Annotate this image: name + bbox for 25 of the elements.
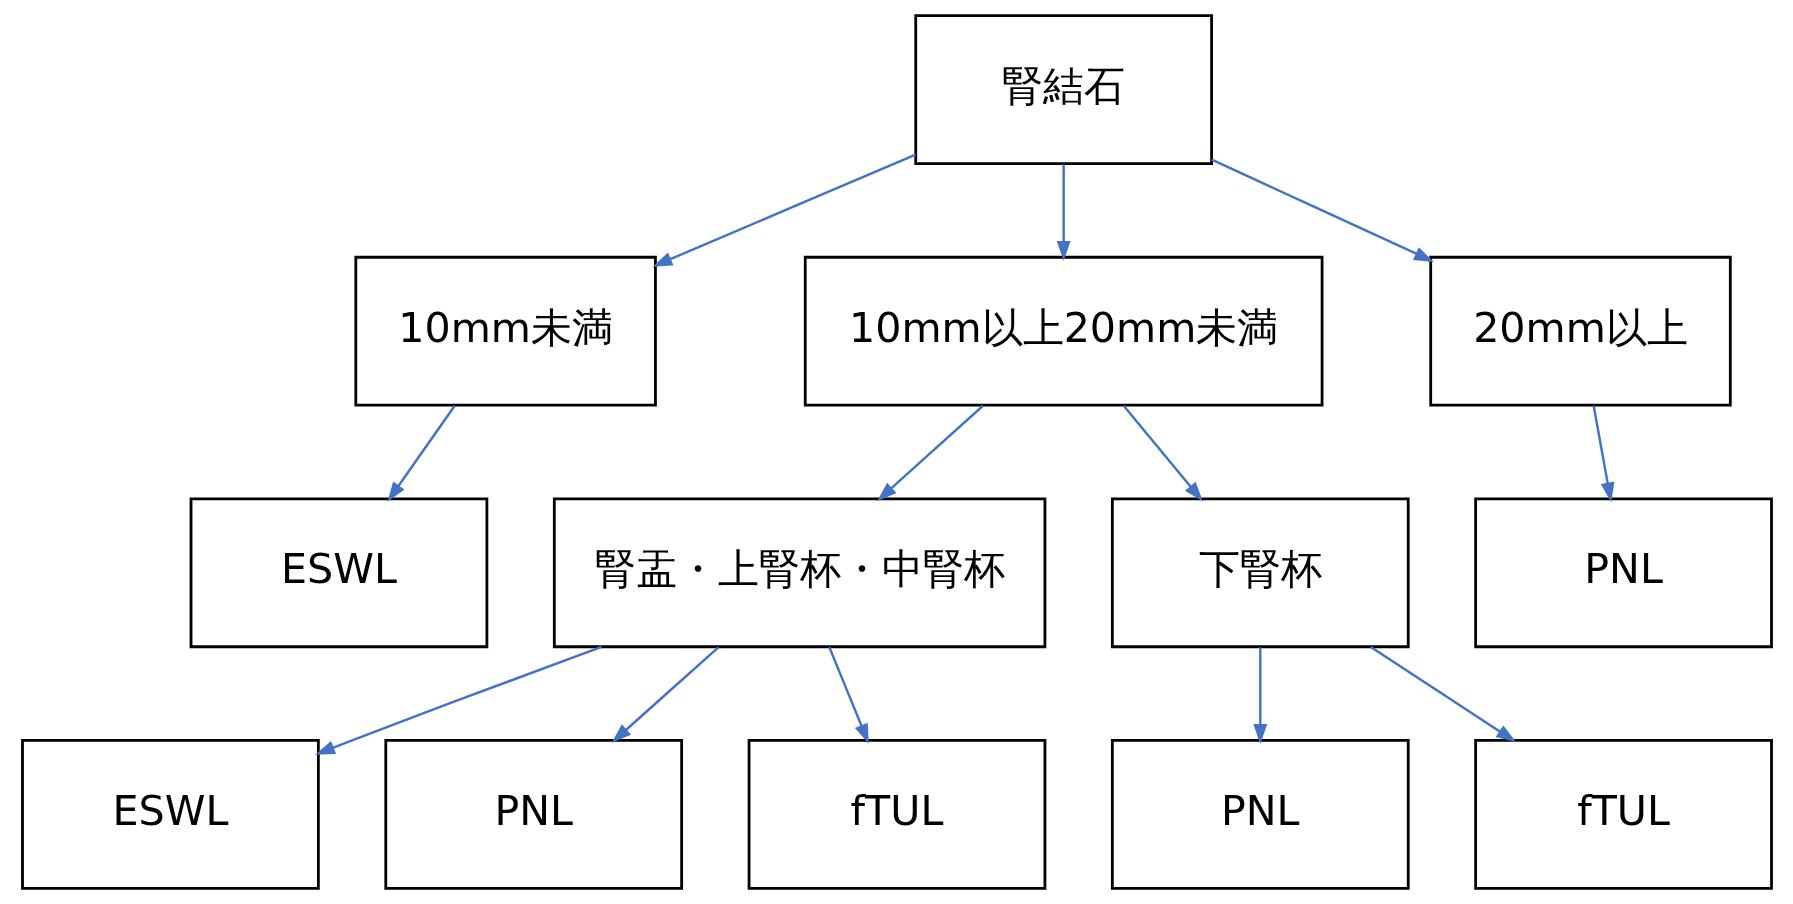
node-box: PNL bbox=[1473, 497, 1773, 649]
arrow bbox=[1122, 404, 1203, 502]
node-box: ESWL bbox=[189, 497, 488, 649]
arrow bbox=[876, 404, 984, 502]
arrow bbox=[611, 646, 719, 743]
arrow bbox=[651, 153, 916, 267]
node-box: 10mm未満 bbox=[353, 255, 657, 407]
arrow bbox=[1252, 647, 1267, 744]
arrow bbox=[1056, 164, 1071, 261]
node-box: PNL bbox=[383, 738, 683, 890]
node-box: ESWL bbox=[20, 738, 320, 890]
node-box: 下腎杯 bbox=[1110, 497, 1410, 649]
arrow bbox=[1591, 405, 1614, 503]
arrow bbox=[1210, 158, 1434, 262]
arrow bbox=[386, 405, 456, 502]
node-box: PNL bbox=[1110, 738, 1410, 890]
node-box: fTUL bbox=[1473, 738, 1773, 890]
node-box: 腎結石 bbox=[913, 14, 1213, 166]
node-box: 腎盂・上腎杯・中腎杯 bbox=[552, 497, 1046, 649]
arrow bbox=[827, 646, 869, 744]
arrow bbox=[314, 645, 602, 755]
node-box: fTUL bbox=[747, 738, 1046, 890]
node-box: 10mm以上20mm未満 bbox=[803, 255, 1323, 407]
node-box: 20mm以上 bbox=[1428, 255, 1732, 407]
arrow bbox=[1369, 645, 1516, 743]
